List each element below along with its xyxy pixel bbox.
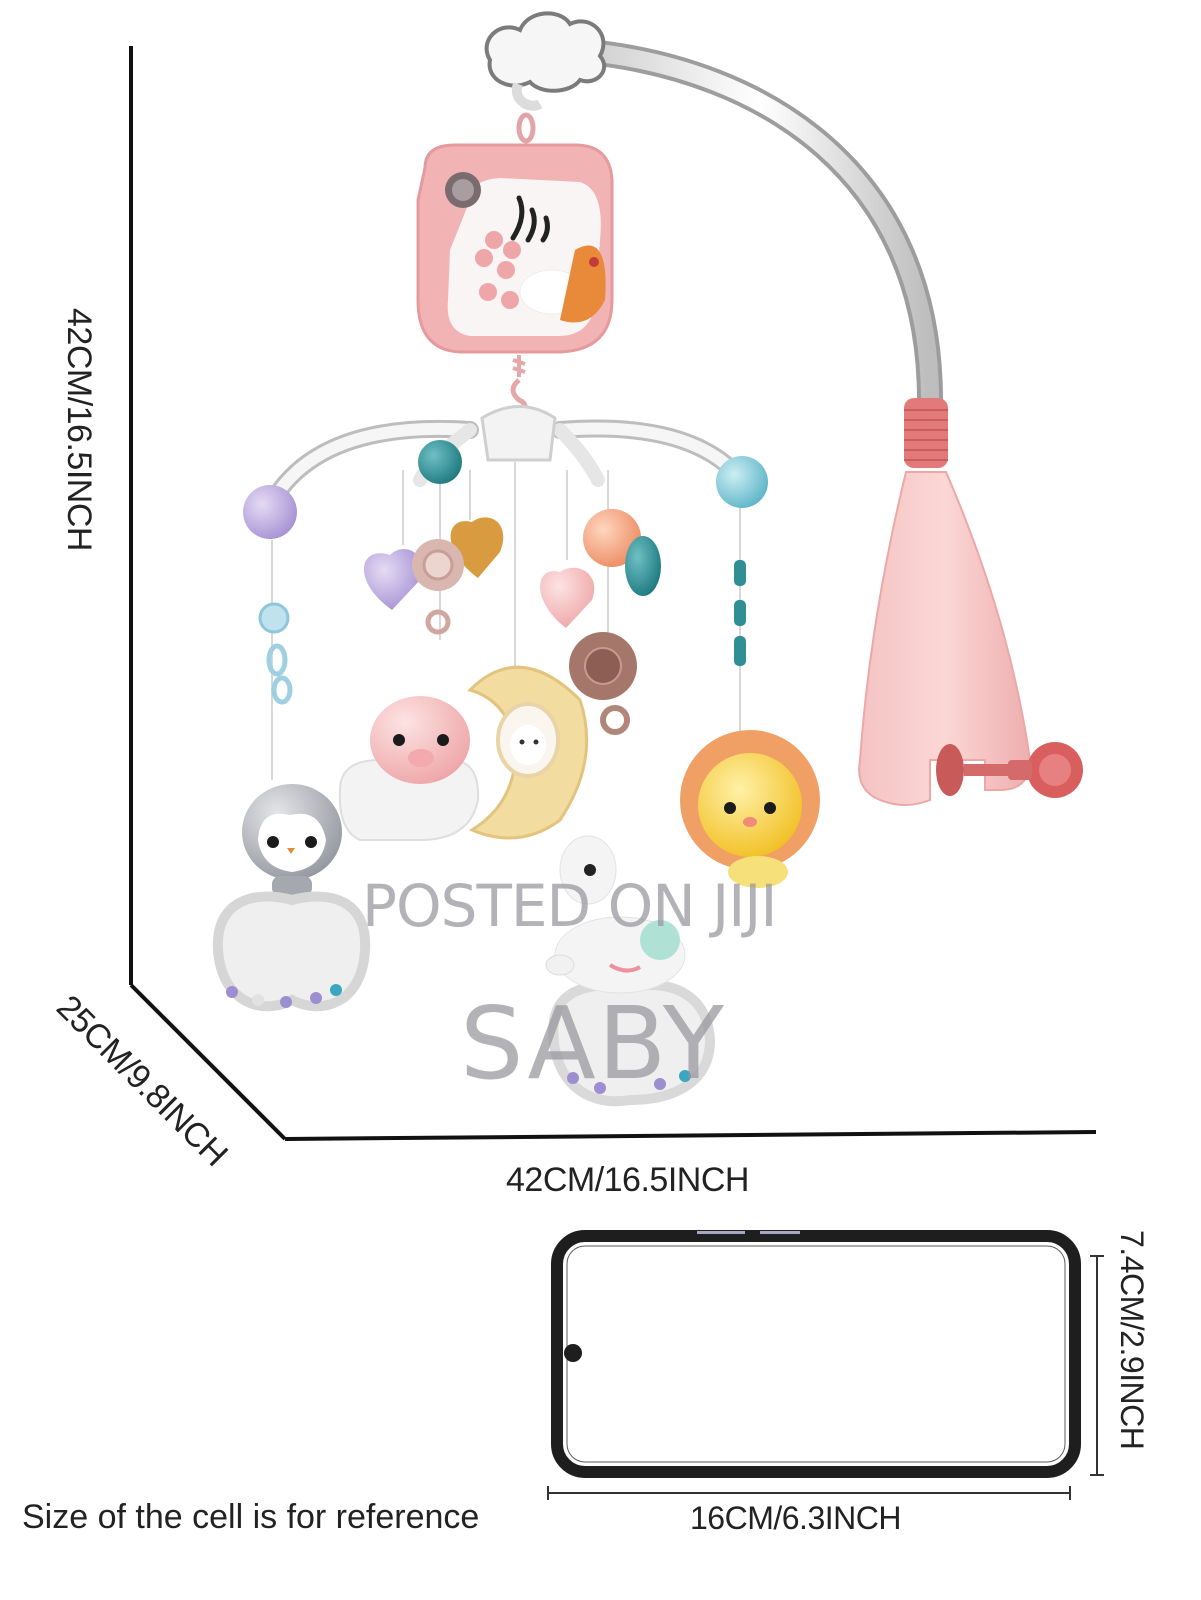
teal-disc <box>625 536 661 596</box>
watermark-seller-name: SABY <box>460 985 726 1102</box>
bed-clamp <box>858 398 1083 806</box>
phone-width-dimension-line <box>547 1486 1071 1500</box>
cookie-flower-rattle <box>569 632 637 735</box>
width-dimension-label: 42CM/16.5INCH <box>506 1161 749 1199</box>
lavender-heart <box>363 549 423 610</box>
hanging-loop <box>516 112 536 144</box>
depth-dimension-line <box>129 983 287 1141</box>
music-box-projector <box>416 143 614 354</box>
phone-width-label: 16CM/6.3INCH <box>690 1500 901 1536</box>
phone-height-label: 7.4CM/2.9INCH <box>1114 1230 1150 1450</box>
height-dimension-label: 42CM/16.5INCH <box>60 308 98 551</box>
small-flower-rattle <box>412 539 464 635</box>
blue-swirl-chain <box>258 602 293 705</box>
phone-height-dimension-line <box>1090 1255 1104 1476</box>
moon-teether <box>467 665 589 840</box>
width-dimension-line <box>284 1130 1097 1141</box>
unicorn-rattle <box>545 835 716 1107</box>
watermark-posted-on-jiji: POSTED ON JIJI <box>362 872 778 940</box>
reference-phone <box>551 1230 1081 1478</box>
mobile-hanger-arms <box>263 405 749 511</box>
lion-toy <box>680 730 820 888</box>
pig-on-cloud <box>338 696 480 841</box>
penguin-rattle <box>212 784 371 1012</box>
teal-bead <box>418 440 462 484</box>
sky-blue-bead <box>716 456 768 508</box>
peach-bead <box>583 509 641 567</box>
lavender-bead <box>243 485 297 539</box>
pink-heart <box>540 567 595 628</box>
reference-caption: Size of the cell is for reference <box>22 1498 480 1536</box>
teal-chain <box>734 560 746 666</box>
cloud-cap <box>484 11 607 111</box>
spring-hook <box>512 355 526 377</box>
